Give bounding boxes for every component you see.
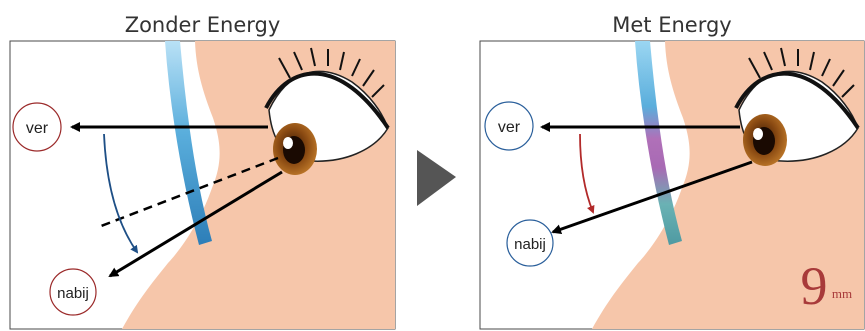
far-label-right: ver	[485, 102, 533, 150]
far-label-right-text: ver	[498, 119, 521, 136]
near-label-left: nabij	[50, 269, 96, 315]
near-label-right-text: nabij	[514, 236, 546, 253]
play-arrow-icon	[417, 150, 456, 206]
far-label-left: ver	[13, 103, 61, 151]
near-label-left-text: nabij	[57, 285, 89, 302]
right-panel: ver nabij 9 mm	[480, 41, 864, 329]
badge-number: 9	[801, 256, 828, 316]
badge-unit: mm	[832, 286, 852, 301]
left-panel: ver nabij	[10, 41, 395, 329]
near-label-right: nabij	[507, 220, 553, 266]
far-label-left-text: ver	[26, 120, 49, 137]
